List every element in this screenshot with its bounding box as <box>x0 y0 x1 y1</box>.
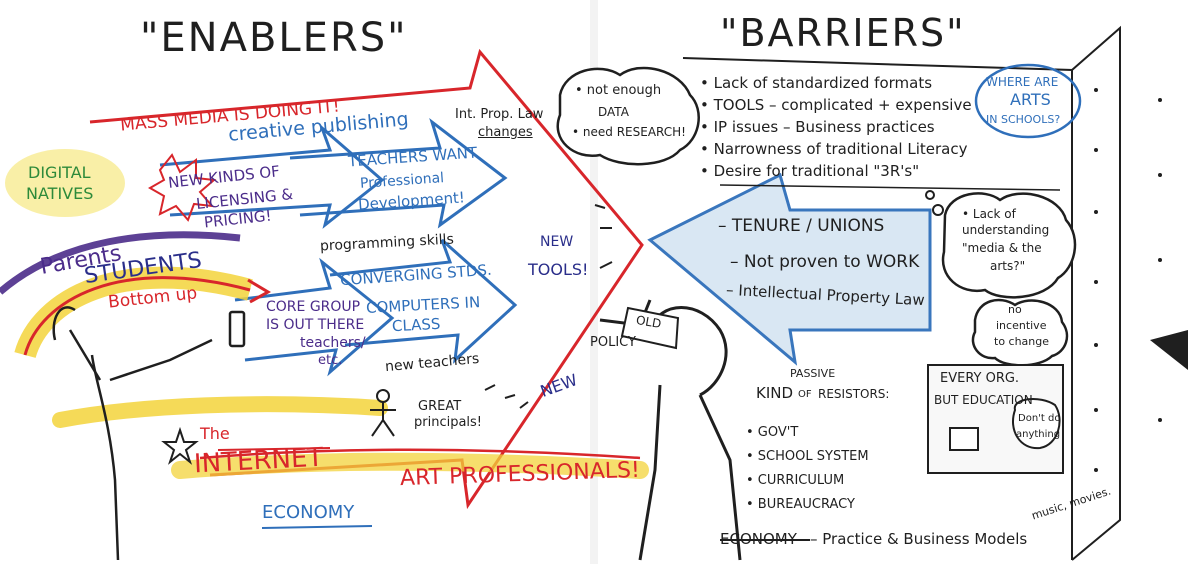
incentive-line-3: to change <box>994 335 1050 348</box>
passive-line-1: PASSIVE <box>790 367 836 380</box>
resistor-4: • BUREAUCRACY <box>746 497 855 512</box>
red-line <box>199 448 641 460</box>
digital-natives-blob <box>5 149 125 217</box>
page-gutter <box>590 0 598 564</box>
old-sign <box>620 306 680 350</box>
data-cloud <box>556 66 700 166</box>
arts-bubble-line-3: IN SCHOOLS? <box>986 113 1061 126</box>
computers-label-2: CLASS <box>391 314 441 336</box>
core-group-label-1: CORE GROUP <box>266 299 361 315</box>
principals-label: principals! <box>414 415 483 430</box>
incentive-line-1: no <box>1008 303 1022 316</box>
passive-kind: KIND <box>756 384 794 402</box>
digital-label: DIGITAL <box>28 163 91 182</box>
yellow-swoosh <box>52 396 388 428</box>
yellow-swoosh-2 <box>171 452 649 479</box>
every-org-label: EVERY ORG. <box>940 371 1020 386</box>
natives-label: NATIVES <box>26 184 94 203</box>
arts-bubble-line-2: ARTS <box>1010 90 1051 109</box>
barrier-item-4: • Narrowness of traditional Literacy <box>700 140 968 158</box>
red-arc <box>23 276 251 356</box>
barrier-wall-side <box>1071 25 1121 561</box>
new-tools-label-2: TOOLS! <box>528 260 589 279</box>
understanding-line-4: arts?" <box>990 259 1026 273</box>
barriers-title: "BARRIERS" <box>720 11 966 55</box>
speech-bubble <box>1012 398 1061 450</box>
data-cloud-line-2: DATA <box>598 105 629 119</box>
passive-of: OF <box>798 389 812 400</box>
understanding-line-2: understanding <box>962 223 1050 237</box>
barrier-item-1: • Lack of standardized formats <box>700 74 933 92</box>
resistor-2: • SCHOOL SYSTEM <box>746 449 869 464</box>
new-tools-label-1: NEW <box>540 234 574 250</box>
economy-label: ECONOMY <box>262 502 355 523</box>
wall-dots <box>1094 88 1162 472</box>
new-kinds-starburst <box>147 153 217 222</box>
barrier-item-2: • TOOLS – complicated + expensive <box>700 96 972 114</box>
data-cloud-line-3: • need RESEARCH! <box>572 125 686 139</box>
the-label: The <box>200 424 230 443</box>
economy-footer-label: ECONOMY <box>720 530 797 548</box>
barrier-item-5: • Desire for traditional "3R's" <box>700 162 920 180</box>
policy-label: POLICY <box>590 335 636 350</box>
small-figure <box>370 389 396 437</box>
enablers-title: "ENABLERS" <box>140 15 408 61</box>
incentive-cloud <box>971 298 1069 367</box>
but-education-label: BUT EDUCATION <box>934 393 1033 407</box>
arrow-item-1: – TENURE / UNIONS <box>718 216 885 236</box>
core-group-label-4: etc. <box>318 353 343 368</box>
resistor-3: • CURRICULUM <box>746 473 845 488</box>
dont-do-label: Don't do <box>1018 413 1061 424</box>
purple-arc <box>0 231 241 295</box>
stick-figure-left <box>52 306 246 561</box>
arts-bubble <box>974 63 1082 139</box>
barrier-item-3: • IP issues – Business practices <box>700 118 935 136</box>
core-group-label-2: IS OUT THERE <box>266 317 365 333</box>
blue-arrows <box>159 117 518 377</box>
arts-bubble-line-1: WHERE ARE <box>986 75 1059 89</box>
wall-black-triangle <box>1150 330 1188 370</box>
resistor-1: • GOV'T <box>746 425 799 440</box>
barriers-arrow <box>647 172 932 366</box>
passive-line-2: RESISTORS: <box>818 387 890 401</box>
changes-label: changes <box>478 125 533 140</box>
int-prop-law-label: Int. Prop. Law <box>455 107 544 122</box>
emphasis-dashes <box>484 204 613 409</box>
understanding-line-3: "media & the <box>962 241 1042 255</box>
anything-label: anything <box>1016 429 1061 440</box>
incentive-line-2: incentive <box>996 319 1047 332</box>
star-icon <box>161 426 199 465</box>
arrow-item-2: – Not proven to WORK <box>730 252 920 272</box>
understanding-cloud <box>941 192 1077 299</box>
great-label: GREAT <box>418 399 462 414</box>
understanding-line-1: • Lack of <box>962 207 1016 221</box>
stick-figure-right <box>599 299 742 561</box>
data-cloud-line-1: • not enough <box>575 83 662 98</box>
business-models-label: – Practice & Business Models <box>810 530 1028 548</box>
internet-label: INTERNET <box>193 442 324 480</box>
core-group-label-3: teachers/ <box>300 335 366 351</box>
